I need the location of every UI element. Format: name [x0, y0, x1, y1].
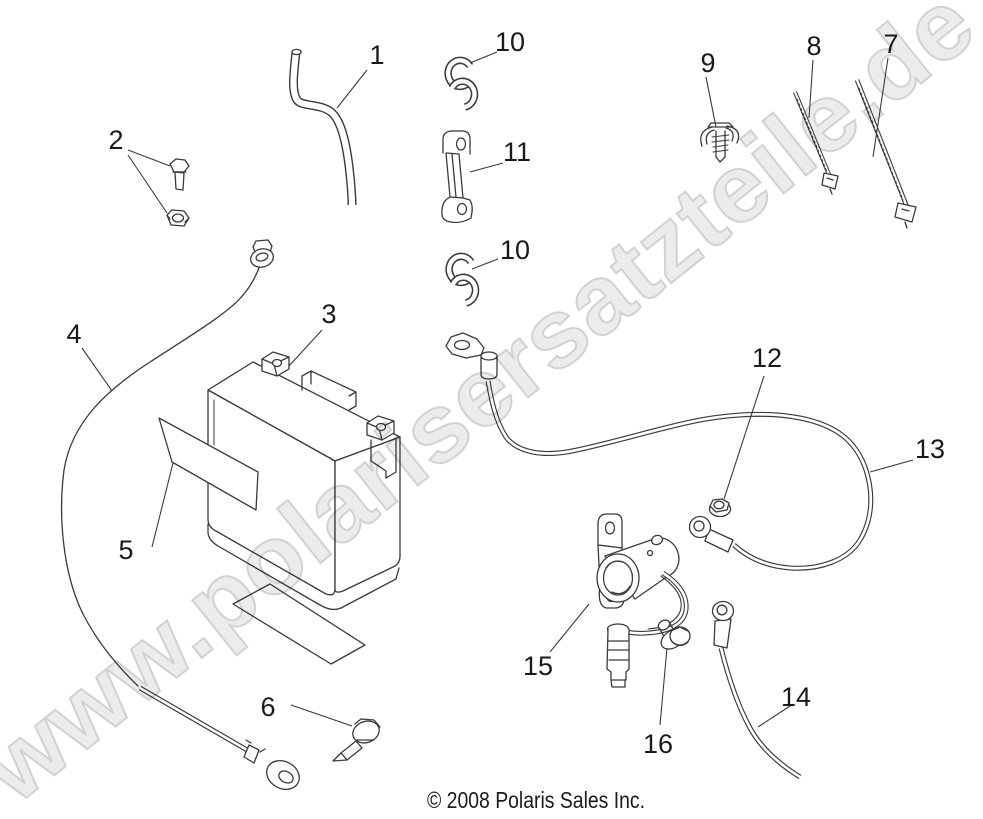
callout-leader-4	[81, 347, 113, 392]
callout-leader-16	[659, 647, 668, 726]
callout-leader-2	[127, 149, 171, 167]
callout-leader-3	[288, 329, 323, 367]
callout-number-10: 10	[500, 235, 530, 265]
part-hex-bolt	[169, 158, 190, 191]
part-flange-nut	[708, 498, 732, 518]
part-push-clip	[700, 122, 740, 163]
callout-number-7: 7	[883, 29, 898, 59]
part-vent-tube	[289, 48, 357, 206]
callout-leader-5	[151, 462, 174, 548]
part-hex-nut	[166, 209, 190, 227]
callout-number-3: 3	[321, 299, 336, 329]
callout-number-6: 6	[260, 692, 275, 722]
callout-leader-10	[469, 51, 498, 64]
callout-leader-12	[723, 375, 765, 500]
callout-number-10: 10	[495, 27, 525, 57]
callout-number-12: 12	[752, 343, 782, 373]
callout-number-1: 1	[369, 40, 384, 70]
part-cable-tie-short	[793, 91, 839, 195]
part-battery-strap	[158, 417, 366, 665]
callout-number-15: 15	[523, 651, 553, 681]
callout-leader-11	[469, 162, 504, 173]
callout-number-2: 2	[108, 125, 123, 155]
callout-leader-6	[290, 704, 353, 727]
part-retainer-clip-upper	[444, 56, 479, 111]
callout-number-11: 11	[503, 137, 531, 167]
part-battery	[207, 351, 401, 611]
callout-leader-9	[705, 76, 717, 128]
artwork-layer	[60, 48, 917, 790]
callout-number-13: 13	[915, 434, 945, 464]
callout-number-14: 14	[781, 682, 811, 712]
part-cable-tie-long	[854, 79, 917, 229]
part-retainer-clip-lower	[449, 256, 475, 303]
part-push-rivet	[332, 718, 381, 762]
callout-number-8: 8	[806, 31, 821, 61]
part-solenoid-cable	[445, 332, 874, 571]
callout-leader-10	[471, 258, 499, 270]
callout-leader-1	[336, 69, 368, 109]
callout-number-4: 4	[66, 319, 81, 349]
part-ground-cable	[711, 600, 802, 780]
callout-number-9: 9	[700, 48, 715, 78]
part-spacer-block	[441, 130, 473, 224]
callout-leader-15	[549, 603, 590, 653]
copyright-text: © 2008 Polaris Sales Inc.	[427, 787, 645, 813]
callout-number-16: 16	[643, 729, 673, 759]
callout-leader-2	[127, 154, 168, 214]
callout-leader-13	[869, 459, 914, 473]
callout-leader-7	[872, 57, 889, 158]
callout-leader-8	[808, 59, 814, 119]
part-flange-bolt	[657, 619, 691, 650]
callout-leader-14	[757, 705, 791, 728]
callout-number-5: 5	[118, 535, 133, 565]
part-battery-cable	[60, 239, 300, 790]
part-solenoid	[596, 513, 689, 688]
